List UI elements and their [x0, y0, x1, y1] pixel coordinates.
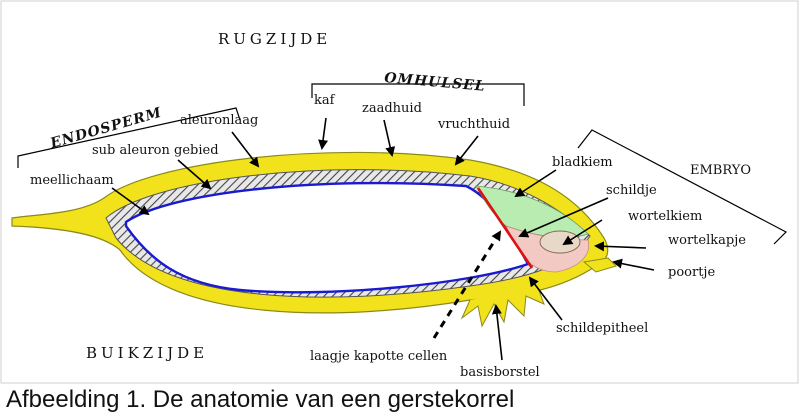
scutellum-line: [476, 187, 534, 269]
schildje-label: schildje: [606, 183, 657, 198]
label-arrows: [111, 117, 655, 361]
figure-caption: Afbeelding 1. De anatomie van een gerste…: [6, 386, 515, 413]
sub-aleuron-label: sub aleuron gebied: [92, 143, 219, 158]
wortelkiem-shape: [539, 230, 581, 254]
vruchthuid-label: vruchthuid: [437, 117, 510, 132]
kapotte-cellen-dashed: [432, 230, 502, 339]
wortelkiem-label: wortelkiem: [628, 209, 702, 224]
zaadhuid-label: zaadhuid: [362, 101, 422, 116]
wortelkapje-label: wortelkapje: [668, 233, 746, 248]
meellichaam-label: meellichaam: [30, 173, 114, 188]
omhulsel-label: OMHULSEL: [384, 70, 487, 95]
basisborstel-label: basisborstel: [460, 365, 540, 380]
kaf-label: kaf: [314, 93, 336, 108]
embryo-bracket: [577, 129, 788, 245]
embryo-label: EMBRYO: [690, 163, 751, 178]
diagram-frame: [0, 0, 799, 384]
rugzijde-label: RUGZIJDE: [218, 30, 331, 48]
kapotte-cellen-label: laagje kapotte cellen: [310, 349, 448, 364]
endosperm-bracket: [17, 107, 241, 168]
basisborstel-hairs: [460, 287, 545, 328]
schildepitheel-label: schildepitheel: [556, 321, 648, 336]
buikzijde-label: BUIKZIJDE: [86, 344, 208, 362]
omhulsel-bracket: [311, 83, 525, 106]
poortje-label: poortje: [668, 265, 715, 280]
bladkiem-label: bladkiem: [552, 155, 613, 170]
endosperm-body: [124, 181, 530, 294]
aleuronlaag-label: aleuronlaag: [180, 113, 258, 128]
